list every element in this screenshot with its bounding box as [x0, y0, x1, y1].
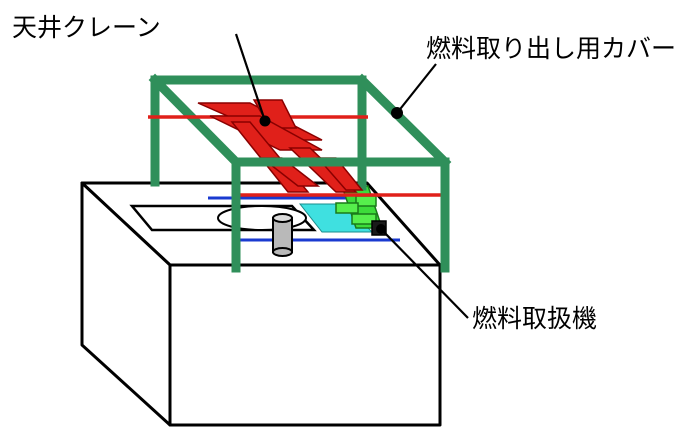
- handler-label: 燃料取扱機: [472, 304, 597, 333]
- cover-leader-line: [396, 63, 437, 114]
- cover-pointer-dot: [391, 107, 403, 119]
- handler-leader-line: [380, 228, 469, 319]
- crane-label: 天井クレーン: [12, 13, 161, 42]
- cover-frame-front: [231, 157, 450, 273]
- cover-label: 燃料取り出し用カバー: [426, 34, 676, 63]
- crane-leader-line: [234, 33, 267, 122]
- handler-pointer-dot: [376, 224, 386, 234]
- building-front-face: [168, 263, 442, 427]
- cask: [272, 213, 293, 257]
- cover-frame-back: [148, 73, 452, 191]
